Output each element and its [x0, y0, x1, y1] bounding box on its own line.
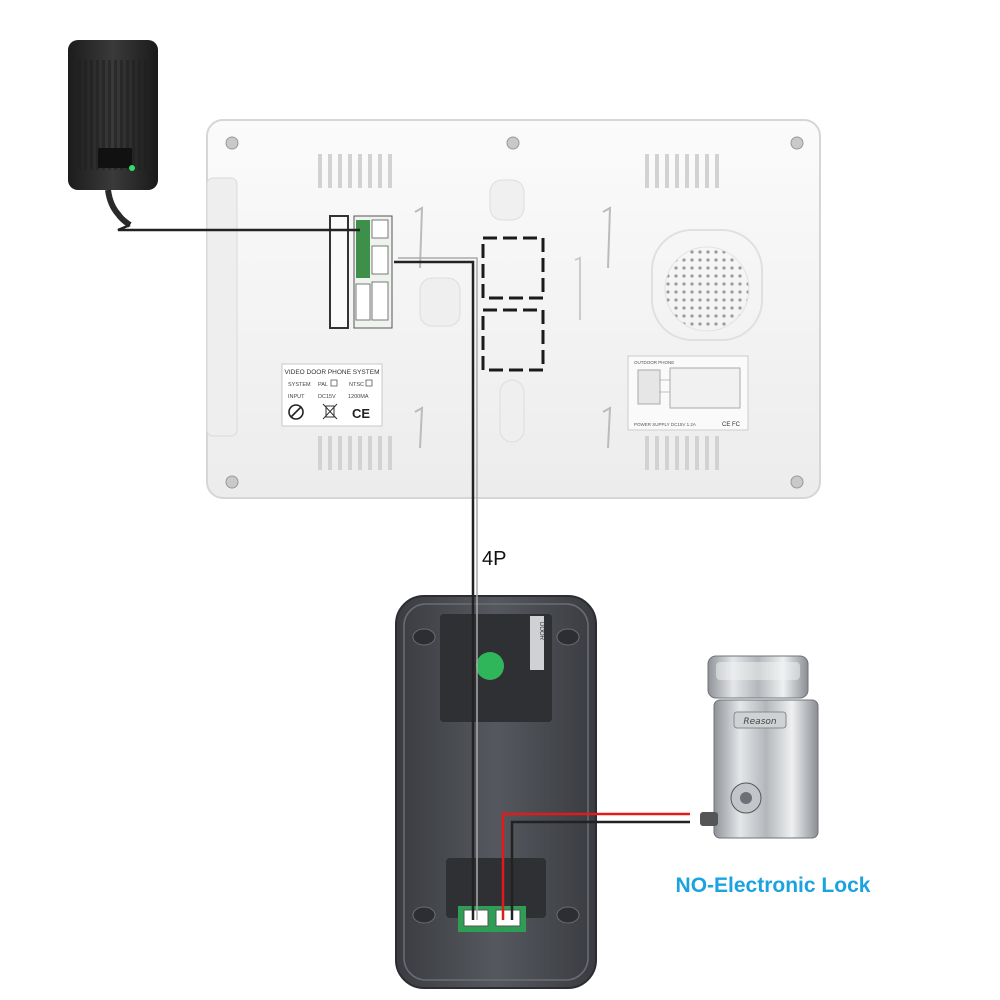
pal-checkbox [330, 379, 338, 387]
monitor-connector-block [329, 215, 393, 329]
wiring-sticker-marks: CE FC [722, 422, 741, 428]
outdoor-unit: DOOR [395, 595, 597, 989]
vent-grill [318, 154, 719, 470]
wires [117, 223, 690, 920]
sticker-title: VIDEO DOOR PHONE SYSTEM [285, 369, 380, 376]
mounting-hole-icon [412, 628, 580, 924]
lock-wire-red [501, 812, 690, 920]
lock-brand: Reason [743, 717, 777, 727]
sticker-pal-label: PAL [318, 382, 328, 388]
green-sticker [476, 652, 504, 680]
wiring-label-sticker: OUTDOOR PHONE POWER SUPPLY DC15V 1.2A CE… [627, 355, 749, 431]
weee-bin-icon [322, 403, 338, 420]
spec-label-sticker: VIDEO DOOR PHONE SYSTEM SYSTEM PAL NTSC … [281, 363, 383, 427]
speaker-grill [664, 246, 750, 332]
four-pin-cable [394, 260, 475, 920]
sticker-voltage: DC15V [318, 394, 336, 400]
wiring-sticker-title: OUTDOOR PHONE [634, 360, 674, 365]
power-adapter [68, 40, 158, 228]
screw-icon [225, 136, 804, 489]
outdoor-side-text: DOOR [538, 622, 544, 641]
sticker-system-label: SYSTEM [288, 382, 311, 388]
cable-label: 4P [482, 548, 506, 570]
power-wire [117, 223, 360, 232]
sticker-current: 1200MA [348, 394, 369, 400]
ce-mark: CE [352, 406, 370, 421]
power-led-icon [129, 165, 135, 171]
indoor-monitor: VIDEO DOOR PHONE SYSTEM SYSTEM PAL NTSC … [206, 119, 821, 499]
lock-label: NO-Electronic Lock [676, 874, 871, 897]
electronic-lock: Reason [700, 655, 819, 839]
sticker-input-label: INPUT [288, 394, 305, 400]
certification-icon [288, 404, 304, 420]
ntsc-checkbox [365, 379, 373, 387]
lock-wire-black [510, 820, 690, 920]
sticker-ntsc-label: NTSC [349, 382, 364, 388]
wiring-sticker-footer: POWER SUPPLY DC15V 1.2A [634, 422, 696, 427]
